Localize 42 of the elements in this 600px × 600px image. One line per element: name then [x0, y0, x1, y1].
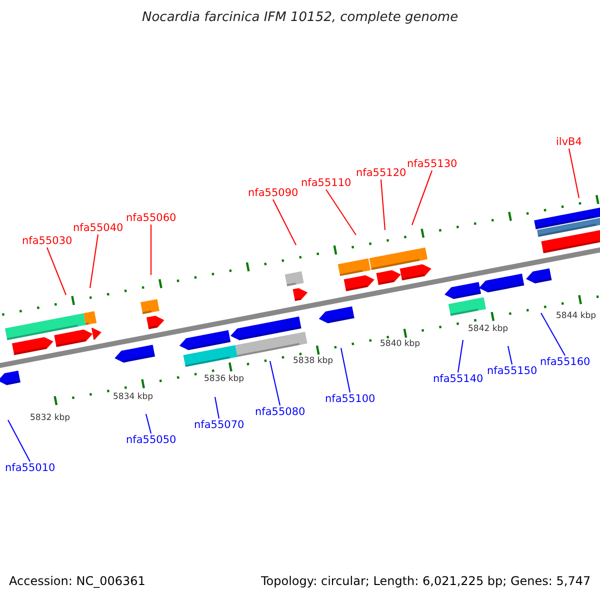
leader-line	[214, 396, 220, 419]
gene-label: nfa55140	[433, 374, 484, 384]
gene-label: nfa55150	[487, 366, 538, 376]
leader-line	[145, 414, 152, 434]
gene-label: nfa55060	[126, 212, 176, 223]
gene-label: nfa55090	[248, 188, 298, 198]
gene-label: nfa55030	[22, 236, 72, 246]
scale-label: 5842 kbp	[468, 325, 508, 334]
leader-line	[8, 420, 30, 462]
scale-label: 5838 kbp	[293, 357, 334, 366]
leader-line	[568, 148, 580, 198]
gene-label: nfa55010	[5, 462, 56, 473]
scale-label: 5832 kbp	[30, 414, 70, 422]
leader-line	[380, 179, 386, 230]
scale-label: 5840 kbp	[380, 340, 420, 348]
leader-line	[507, 346, 513, 365]
scale-label: 5844 kbp	[556, 312, 596, 320]
gene-label: nfa55160	[540, 356, 590, 367]
scale-label: 5836 kbp	[204, 375, 244, 384]
gene-label: nfa55110	[301, 178, 352, 188]
leader-line	[46, 247, 67, 296]
leader-line	[326, 189, 356, 236]
accession-note: Accession: NC_006361	[9, 575, 146, 587]
genome-info-note: Topology: circular; Length: 6,021,225 bp; Genes: 5,747	[261, 575, 591, 587]
gene-label: ilvB4	[556, 136, 582, 147]
gene-label: nfa55080	[255, 406, 306, 417]
gene-label: nfa55070	[194, 420, 244, 430]
gene-label: nfa55040	[73, 222, 124, 233]
gene-label: nfa55100	[325, 394, 376, 404]
leader-line	[411, 170, 433, 226]
leader-line	[89, 234, 99, 288]
gene-label: nfa55130	[407, 158, 458, 169]
title: Nocardia farcinica IFM 10152, complete genome	[142, 11, 458, 24]
leader-line	[340, 348, 351, 393]
leader-line	[269, 360, 281, 406]
leader-line	[150, 224, 152, 275]
scale-label: 5834 kbp	[113, 393, 154, 402]
leader-line	[540, 312, 566, 356]
gene-label: nfa55120	[356, 168, 406, 178]
gene-label: nfa55050	[126, 434, 176, 445]
leader-line	[457, 340, 464, 373]
leader-line	[272, 199, 296, 246]
